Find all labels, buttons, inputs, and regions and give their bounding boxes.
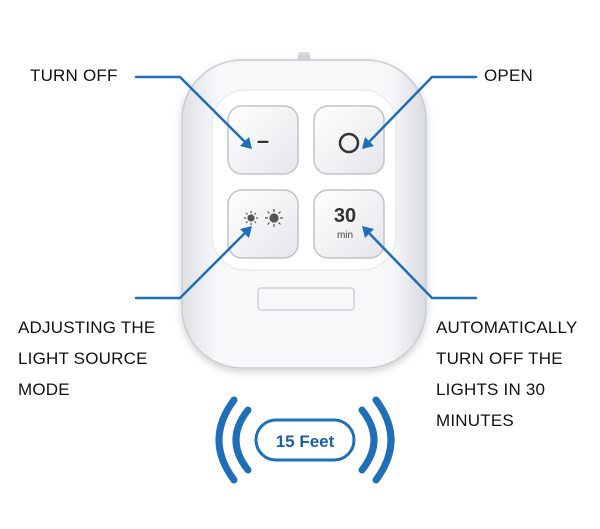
power-on-icon xyxy=(338,132,360,154)
callout-auto-off xyxy=(366,230,478,300)
timer-unit: min xyxy=(337,230,353,241)
label-auto-off-line-1: AUTOMATICALLY xyxy=(436,318,578,337)
timer-number: 30 xyxy=(334,205,356,227)
label-open: OPEN xyxy=(484,66,533,85)
callout-open xyxy=(366,75,478,145)
label-turn-off: TURN OFF xyxy=(30,66,118,85)
turn-off-button[interactable] xyxy=(227,105,299,175)
open-button[interactable] xyxy=(313,105,385,175)
callout-adjusting xyxy=(134,230,248,300)
remote-control: – 30 min xyxy=(181,52,427,369)
brightness-icon xyxy=(244,209,283,227)
label-auto-off-line-2: TURN OFF THE xyxy=(436,349,563,368)
arrow-heads xyxy=(240,137,374,238)
callout-lines xyxy=(134,75,478,300)
label-adjusting: ADJUSTING THE LIGHT SOURCE MODE xyxy=(18,312,155,405)
battery-slot xyxy=(257,287,355,311)
label-adjusting-line-2: LIGHT SOURCE xyxy=(18,349,148,368)
label-auto-off-line-3: LIGHTS IN 30 xyxy=(436,380,546,399)
timer-button[interactable] xyxy=(313,189,385,259)
label-auto-off: AUTOMATICALLY TURN OFF THE LIGHTS IN 30 … xyxy=(436,312,577,436)
label-adjusting-line-1: ADJUSTING THE xyxy=(18,318,156,337)
off-symbol: – xyxy=(257,128,269,153)
range-text: 15 Feet xyxy=(276,432,335,451)
label-auto-off-line-4: MINUTES xyxy=(436,411,514,430)
range-badge xyxy=(254,418,356,462)
range-signal-icon xyxy=(215,396,395,484)
light-mode-button[interactable] xyxy=(227,189,299,259)
callout-turn-off xyxy=(134,75,248,145)
label-adjusting-line-3: MODE xyxy=(18,380,70,399)
